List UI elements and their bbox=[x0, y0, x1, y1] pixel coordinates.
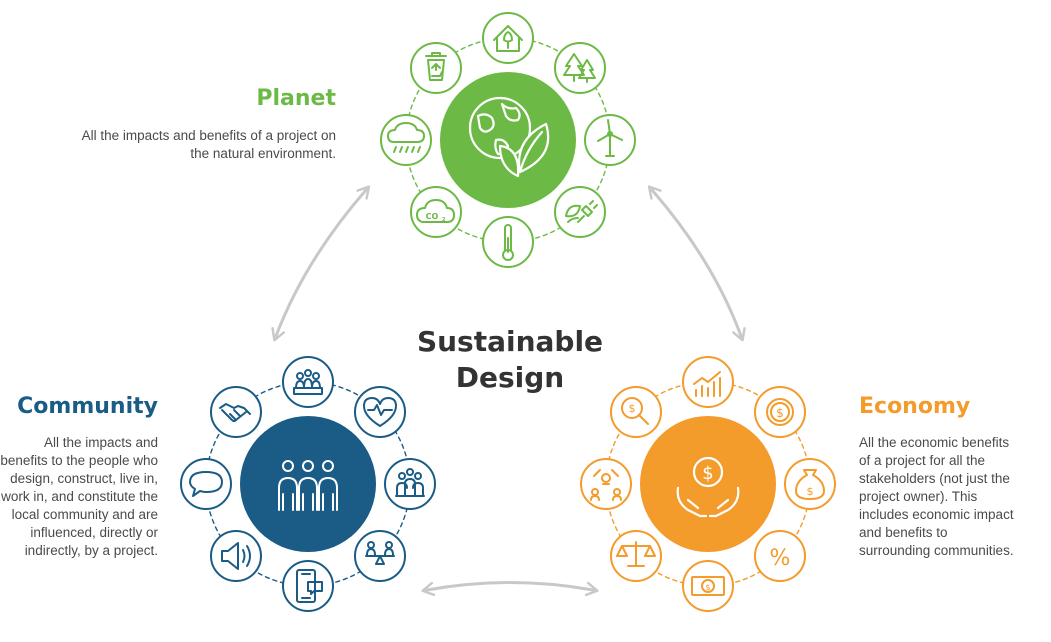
search-dollar-symbol: $ bbox=[629, 402, 636, 415]
community-cluster bbox=[180, 356, 436, 612]
percent-icon: % bbox=[754, 530, 806, 582]
planet-economy-arrow bbox=[647, 185, 746, 342]
community-satellites bbox=[180, 356, 436, 612]
recycle-bin-icon bbox=[410, 42, 462, 94]
community-title: Community bbox=[17, 394, 158, 419]
banknote-icon: $ bbox=[682, 560, 734, 612]
speech-bubble-icon bbox=[180, 458, 232, 510]
economy-description: All the economic benefits of a project f… bbox=[859, 435, 1014, 558]
megaphone-icon bbox=[210, 530, 262, 582]
economy-center-circle bbox=[640, 416, 776, 552]
group-presentation-icon bbox=[282, 356, 334, 408]
economy-title: Economy bbox=[859, 394, 971, 419]
planet-center-circle bbox=[440, 72, 576, 208]
co2-label: CO bbox=[426, 212, 439, 221]
co2-subscript: 2 bbox=[442, 217, 446, 223]
community-center-circle bbox=[240, 416, 376, 552]
money-bag-icon: $ bbox=[784, 458, 836, 510]
pine-trees-icon bbox=[554, 42, 606, 94]
planet-cluster: CO 2 bbox=[380, 12, 636, 268]
network-dollar-icon bbox=[580, 458, 632, 510]
rain-cloud-icon bbox=[380, 114, 432, 166]
growth-chart-icon bbox=[682, 356, 734, 408]
globe-leaf-icon bbox=[468, 96, 550, 178]
handshake-icon bbox=[210, 386, 262, 438]
planet-description: All the impacts and benefits of a projec… bbox=[81, 128, 336, 161]
thermometer-icon bbox=[482, 216, 534, 268]
community-economy-arrow bbox=[421, 581, 599, 597]
planet-title: Planet bbox=[256, 86, 336, 111]
bag-dollar-symbol: $ bbox=[807, 485, 814, 498]
diagram-title: Sustainable Design bbox=[360, 324, 660, 396]
center-dollar-symbol: $ bbox=[702, 463, 713, 484]
economy-cluster: $ $ $ % bbox=[580, 356, 836, 612]
community-description: All the impacts and benefits to the peop… bbox=[0, 435, 158, 558]
seesaw-people-icon bbox=[354, 530, 406, 582]
hands-dollar-icon: $ bbox=[676, 456, 740, 518]
house-leaf-icon bbox=[482, 12, 534, 64]
dollar-search-icon: $ bbox=[610, 386, 662, 438]
coin-dollar-symbol: $ bbox=[776, 406, 784, 420]
mobile-chat-icon bbox=[282, 560, 334, 612]
planet-community-arrow bbox=[271, 185, 371, 342]
heart-pulse-icon bbox=[354, 386, 406, 438]
co2-cloud-icon: CO 2 bbox=[410, 186, 462, 238]
diagram-title-line2: Design bbox=[455, 361, 565, 394]
plug-leaf-icon bbox=[554, 186, 606, 238]
balance-scale-icon bbox=[610, 530, 662, 582]
crowd-icon bbox=[384, 458, 436, 510]
economy-satellites: $ $ % $ bbox=[580, 356, 836, 612]
diagram-title-line1: Sustainable bbox=[416, 325, 604, 358]
note-dollar-symbol: $ bbox=[705, 583, 710, 592]
connector-arrows bbox=[271, 185, 746, 597]
dollar-coin-icon: $ bbox=[754, 386, 806, 438]
percent-symbol: % bbox=[770, 546, 791, 571]
people-group-icon bbox=[278, 460, 338, 511]
planet-satellites: CO 2 bbox=[380, 12, 636, 268]
wind-turbine-icon bbox=[584, 114, 636, 166]
